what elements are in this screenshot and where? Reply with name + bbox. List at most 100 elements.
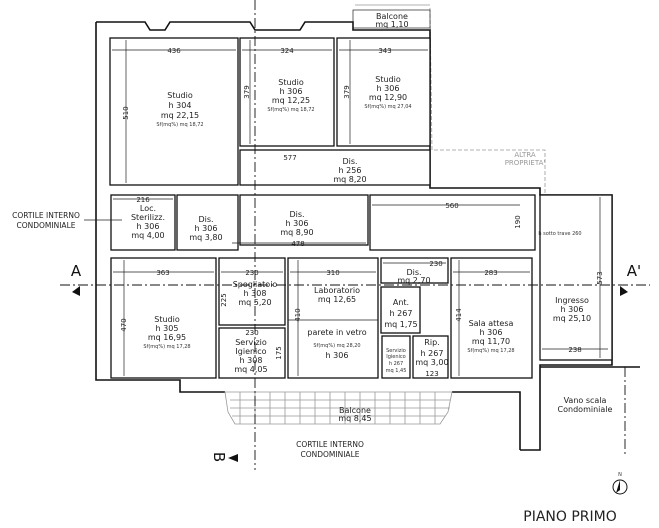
label: Studio: [167, 91, 193, 100]
dimension: 577: [283, 154, 296, 162]
dimension: 225: [220, 293, 228, 306]
label: Sterilizz.: [131, 213, 165, 222]
room-dis-a: [176, 194, 239, 251]
label: h 306: [137, 222, 160, 231]
dimension-labels: 436 324 343 510 379 379 577 560 216 478 …: [120, 47, 604, 378]
label: Servizio: [386, 348, 406, 354]
label: Condominiale: [558, 405, 613, 414]
label: Sf(mq%) mq 18,72: [267, 107, 314, 113]
dimension: 363: [156, 269, 169, 277]
room-dis-top: [239, 149, 431, 186]
label: h 306: [561, 305, 584, 314]
label: PROPRIETA': [505, 159, 546, 167]
dimension: 573: [596, 271, 604, 284]
label: mq 12,90: [369, 93, 407, 102]
label: Spogliatoio: [233, 280, 278, 289]
label: h 256: [339, 166, 362, 175]
label: mq 11,70: [472, 337, 510, 346]
room-studio-1: [109, 37, 239, 186]
label: Sala attesa: [469, 319, 514, 328]
north-arrow-pointer-icon: [616, 480, 620, 493]
label: Dis.: [198, 215, 213, 224]
room-servizio-1: [218, 327, 286, 379]
site-labels: CORTILE INTERNO CONDOMINIALE CORTILE INT…: [12, 151, 641, 525]
section-a-label: A: [71, 262, 82, 280]
dimension: 560: [445, 202, 458, 210]
label: Sf(mq%) mq 17,28: [143, 344, 190, 350]
label: h 305: [156, 324, 179, 333]
label: mq 5,20: [238, 298, 271, 307]
label: Servizio: [235, 338, 267, 347]
label: h 304: [169, 101, 192, 110]
label: Studio: [375, 75, 401, 84]
dimension-lines: [112, 40, 608, 376]
label: h 306: [377, 84, 400, 93]
room-studio-3: [336, 37, 431, 147]
label: h 308: [244, 289, 267, 298]
room-laboratorio: [287, 257, 379, 379]
dimension: 436: [167, 47, 181, 55]
room-sterilizz: [110, 194, 176, 251]
dimension: 379: [243, 85, 251, 98]
label: mq 3,80: [189, 233, 222, 242]
dimension: 190: [514, 215, 522, 228]
label: mq 25,10: [553, 314, 591, 323]
plan-title: PIANO PRIMO: [523, 509, 617, 525]
label: mq 1,10: [375, 20, 408, 29]
label: h sotto trave 260: [538, 231, 581, 237]
room-balcone-top: [352, 9, 431, 29]
label: h 306: [280, 87, 303, 96]
section-a2-label: A': [627, 262, 641, 280]
room-rip: [412, 335, 449, 379]
balcone-bottom-grid: [224, 391, 453, 425]
label: Sf(mq%) mq 27,04: [364, 104, 411, 110]
label: Dis.: [289, 210, 304, 219]
dimension: 238: [568, 346, 581, 354]
label: ALTRA: [514, 151, 536, 159]
room-servizio-2: [381, 335, 411, 379]
label: mq 8,45: [338, 414, 371, 423]
dimension: 175: [275, 346, 283, 359]
room-studio-4: [110, 257, 217, 379]
label: mq 3,00: [415, 358, 448, 367]
label: mq 22,15: [161, 111, 199, 120]
label: mq 16,95: [148, 333, 186, 342]
label: h 306: [326, 351, 349, 360]
label: Balcone: [376, 12, 408, 21]
label: Sf(mq%) mq 17,28: [467, 348, 514, 354]
dimension: 230: [245, 329, 258, 337]
label: mq 4,05: [234, 365, 267, 374]
label: Studio: [278, 78, 304, 87]
label: mq 1,75: [384, 320, 417, 329]
label: CORTILE INTERNO: [12, 211, 80, 220]
label: parete in vetro: [307, 328, 366, 337]
dimension: 283: [484, 269, 497, 277]
label: Igienico: [386, 354, 405, 360]
room-corridor: [369, 194, 536, 251]
section-b-label: B: [210, 452, 228, 462]
label: Dis.: [342, 157, 357, 166]
label: mq 1,45: [386, 368, 407, 374]
dimension: 230: [429, 260, 442, 268]
label: mq 8,20: [333, 175, 366, 184]
label: CONDOMINIALE: [17, 221, 76, 230]
dimension: 230: [245, 269, 258, 277]
room-spogliatoio: [218, 257, 286, 326]
label: h 306: [195, 224, 218, 233]
label: h 267: [390, 309, 413, 318]
label: mq 12,65: [318, 295, 356, 304]
label: h 306: [480, 328, 503, 337]
dimension: 343: [378, 47, 391, 55]
section-a-arrow-icon: [72, 286, 80, 296]
room-studio-2: [239, 37, 335, 147]
label: Balcone: [339, 406, 371, 415]
room-ant: [380, 286, 421, 334]
dimension: 324: [280, 47, 294, 55]
label: Studio: [154, 315, 180, 324]
label: mq 4,00: [131, 231, 164, 240]
room-labels: Studio h 304 mq 22,15 Sf(mq%) mq 18,72 S…: [131, 12, 613, 423]
dimension: 216: [136, 196, 150, 204]
label: Sf(mq%) mq 28,20: [313, 343, 360, 349]
room-dis-b: [239, 194, 369, 246]
label: mq 8,90: [280, 228, 313, 237]
